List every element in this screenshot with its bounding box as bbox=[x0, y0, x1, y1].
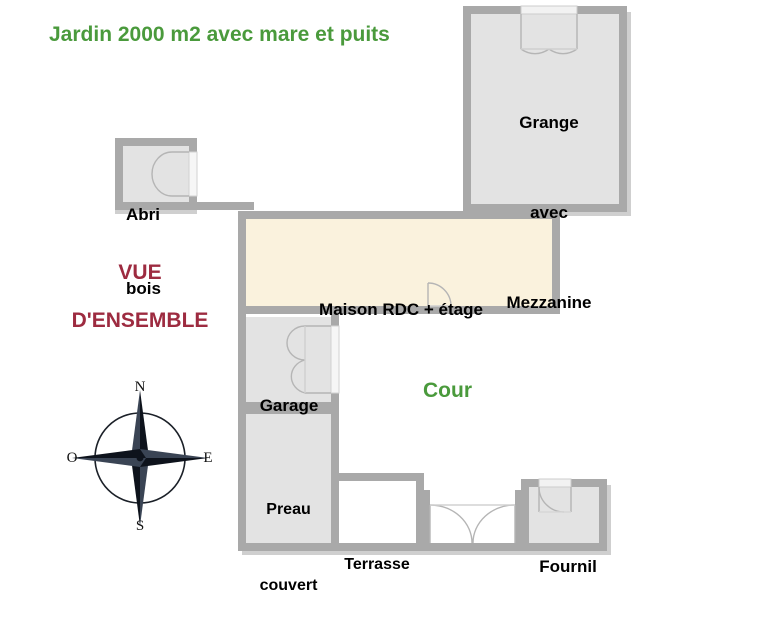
abri-door bbox=[151, 151, 198, 197]
grange-door bbox=[520, 5, 578, 55]
garage-floor bbox=[246, 317, 331, 402]
terrasse-label-line1: Terrasse bbox=[344, 556, 410, 574]
grange-wall-right bbox=[619, 6, 627, 212]
fournil-floor bbox=[529, 487, 607, 549]
fournil-door bbox=[538, 478, 572, 513]
walls bbox=[115, 6, 627, 551]
grange-label-line2: avec bbox=[530, 203, 568, 223]
abri-bois-label-line2: bois bbox=[126, 279, 161, 299]
garage-wall-right-upper bbox=[331, 314, 339, 326]
view-title-line1: VUE bbox=[118, 261, 162, 284]
grange-label: Grange avec Mezzanine bbox=[471, 62, 627, 365]
abri-wall-left bbox=[115, 138, 123, 210]
abri-wall-top bbox=[115, 138, 197, 146]
grange-wall-top-left bbox=[463, 6, 521, 14]
terrasse-wall-top bbox=[339, 473, 424, 481]
terrasse-label: Terrasse bbox=[336, 507, 418, 623]
door-swings bbox=[151, 5, 578, 544]
compass-rose bbox=[72, 390, 208, 526]
compass-south-label: S bbox=[135, 518, 145, 534]
room-fills bbox=[119, 14, 627, 549]
preau-wall-left bbox=[238, 406, 246, 551]
grange-floor bbox=[471, 14, 627, 210]
bottom-boundary-wall bbox=[238, 543, 607, 551]
connector-wall-abri-maison bbox=[197, 202, 254, 210]
garden-title: Jardin 2000 m2 avec mare et puits bbox=[49, 23, 390, 46]
garage-door bbox=[286, 325, 340, 394]
garage-label: Garage bbox=[244, 345, 334, 468]
maison-wall-left bbox=[238, 211, 246, 308]
maison-wall-bottom bbox=[238, 306, 560, 314]
maison-label: Maison RDC + étage bbox=[246, 249, 556, 372]
compass-major-points bbox=[72, 390, 208, 526]
abri-wall-bottom bbox=[115, 202, 197, 210]
grange-label-line1: Grange bbox=[519, 113, 579, 133]
floor-plan: Jardin 2000 m2 avec mare et puits VUE D'… bbox=[49, 5, 631, 594]
maison-wall-top bbox=[238, 211, 560, 219]
floor-plan-drawing bbox=[72, 5, 631, 555]
abri-bois-label: Abri bois bbox=[119, 154, 185, 351]
view-title-line2: D'ENSEMBLE bbox=[71, 309, 209, 332]
grange-wall-top-right bbox=[577, 6, 627, 14]
garage-label-line1: Garage bbox=[259, 396, 319, 416]
abri-bois-label-line1: Abri bbox=[126, 205, 160, 225]
preau-floor bbox=[246, 414, 331, 549]
grange-wall-bottom bbox=[463, 204, 627, 212]
grange-label-line3: Mezzanine bbox=[506, 293, 592, 313]
fournil-label: Fournil bbox=[527, 506, 609, 629]
abri-bois-floor bbox=[119, 146, 193, 208]
courtyard-gate bbox=[429, 504, 516, 544]
fournil-wall-right bbox=[599, 479, 607, 551]
maison-label-line1: Maison RDC + étage bbox=[319, 300, 483, 320]
fournil-label-line1: Fournil bbox=[539, 557, 597, 577]
preau-wall-top bbox=[238, 406, 339, 414]
fournil-wall-top-right bbox=[571, 479, 607, 487]
preau-wall-right bbox=[331, 406, 339, 551]
terrasse-floor bbox=[333, 481, 418, 549]
fournil-wall-left bbox=[521, 479, 529, 551]
gate-pier-left bbox=[424, 490, 430, 551]
terrasse-wall-right bbox=[416, 473, 424, 551]
compass-west-label: O bbox=[66, 450, 78, 466]
garage-wall-left bbox=[238, 314, 246, 410]
courtyard-label: Cour bbox=[423, 379, 472, 402]
maison-door bbox=[427, 282, 452, 307]
preau-label-line1: Preau bbox=[266, 501, 311, 519]
compass-center bbox=[136, 454, 144, 462]
preau-label: Preau couvert bbox=[246, 452, 331, 644]
gate-pier-right bbox=[515, 490, 521, 551]
maison-wall-right bbox=[552, 211, 560, 308]
maison-floor bbox=[246, 219, 556, 306]
compass-north-label: N bbox=[134, 379, 146, 395]
preau-label-line2: couvert bbox=[259, 576, 318, 594]
grange-wall-left bbox=[463, 6, 471, 212]
garage-wall-right-lower bbox=[331, 393, 339, 410]
compass-east-label: E bbox=[203, 450, 213, 466]
fournil-wall-top-left bbox=[521, 479, 539, 487]
